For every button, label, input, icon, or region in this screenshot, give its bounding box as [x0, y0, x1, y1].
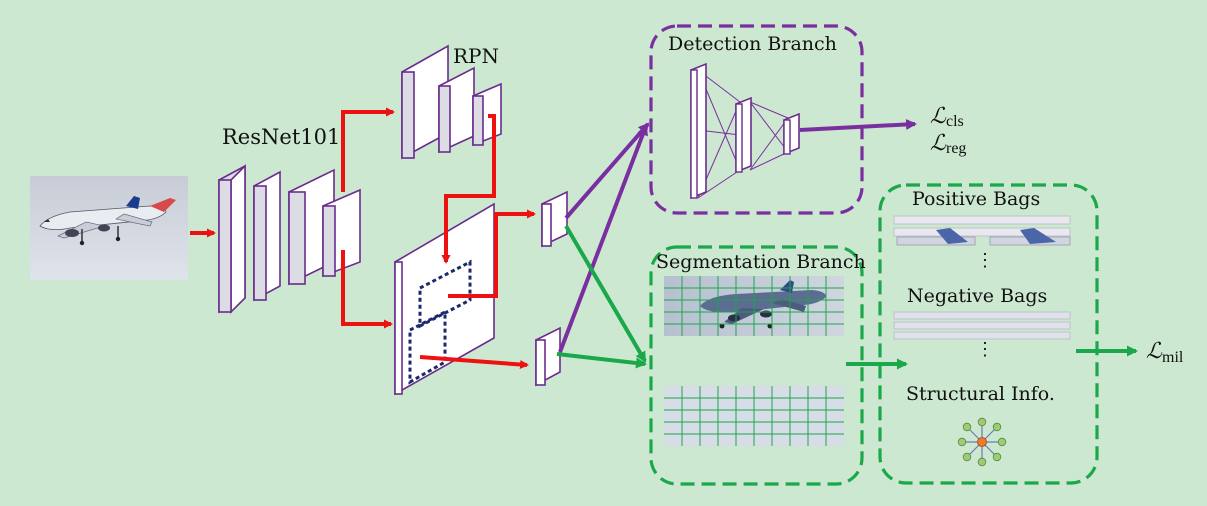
- arrow-proposal-1-roi: [448, 209, 536, 298]
- roi-feature-2: [535, 326, 561, 387]
- loss-cls-subscript: cls: [946, 113, 964, 130]
- arrow-resnet-to-rpn: [341, 107, 395, 192]
- loss-reg: ℒ reg: [930, 130, 966, 157]
- loss-mil: ℒ mil: [1146, 338, 1184, 366]
- feature-map: [394, 202, 495, 396]
- loss-mil-subscript: mil: [1162, 349, 1184, 366]
- positive-bags-label: Positive Bags: [912, 188, 1040, 210]
- arrow-detection-to-loss: [799, 118, 917, 132]
- star-graph-icon: [957, 417, 1007, 467]
- resnet-layer-1: [218, 164, 246, 314]
- negative-bags-ellipsis: ⋮: [976, 339, 994, 360]
- resnet-layer-4: [322, 188, 361, 278]
- mil-branch: Positive Bags ⋮ Negative Bags ⋮ Structur…: [878, 183, 1099, 485]
- arrow-roi1-to-segmentation: [564, 224, 647, 363]
- resnet-backbone: [218, 164, 361, 314]
- segmentation-branch-label: Segmentation Branch: [656, 251, 866, 273]
- backbone-routing-arrows: [341, 107, 536, 369]
- segmentation-airplane-grid: [664, 276, 844, 336]
- arrow-roi1-to-detection: [564, 122, 650, 220]
- detection-branch-label: Detection Branch: [668, 33, 837, 55]
- loss-mil-symbol: ℒ: [1146, 338, 1163, 363]
- loss-reg-subscript: reg: [946, 140, 966, 157]
- proposal-box-1: [418, 259, 472, 329]
- roi-feature-1: [541, 190, 568, 248]
- negative-bags-label: Negative Bags: [907, 285, 1047, 307]
- segmentation-flow-arrows: [556, 224, 647, 369]
- segmentation-branch: Segmentation Branch: [649, 245, 866, 486]
- loss-cls: ℒ cls: [930, 103, 964, 130]
- loss-reg-symbol: ℒ: [930, 130, 947, 155]
- resnet-label: ResNet101: [222, 125, 340, 149]
- positive-bags-strips: [893, 215, 1071, 246]
- airplane-icon: [39, 196, 176, 246]
- arrow-resnet-to-featuremap: [341, 250, 393, 329]
- rpn-layers: [401, 44, 502, 160]
- structural-info-label: Structural Info.: [906, 383, 1055, 405]
- input-airplane-image: [30, 176, 188, 280]
- detection-branch: Detection Branch: [649, 24, 864, 215]
- positive-bags-ellipsis: ⋮: [976, 250, 994, 271]
- detection-flow-arrows: [558, 122, 650, 353]
- arrow-roi2-to-detection: [558, 124, 648, 353]
- arrow-proposal-2-roi: [419, 355, 529, 369]
- rpn-label: RPN: [453, 44, 499, 68]
- fc-network-icon: [690, 62, 800, 200]
- resnet-layer-2: [253, 170, 281, 302]
- segmentation-background-grid: [664, 386, 844, 446]
- loss-cls-symbol: ℒ: [930, 103, 947, 128]
- negative-bags-strips: [893, 311, 1071, 340]
- arrow-roi2-to-segmentation: [556, 352, 647, 369]
- proposal-box-2: [408, 309, 447, 385]
- arrow-rpn-to-featuremap: [441, 114, 496, 264]
